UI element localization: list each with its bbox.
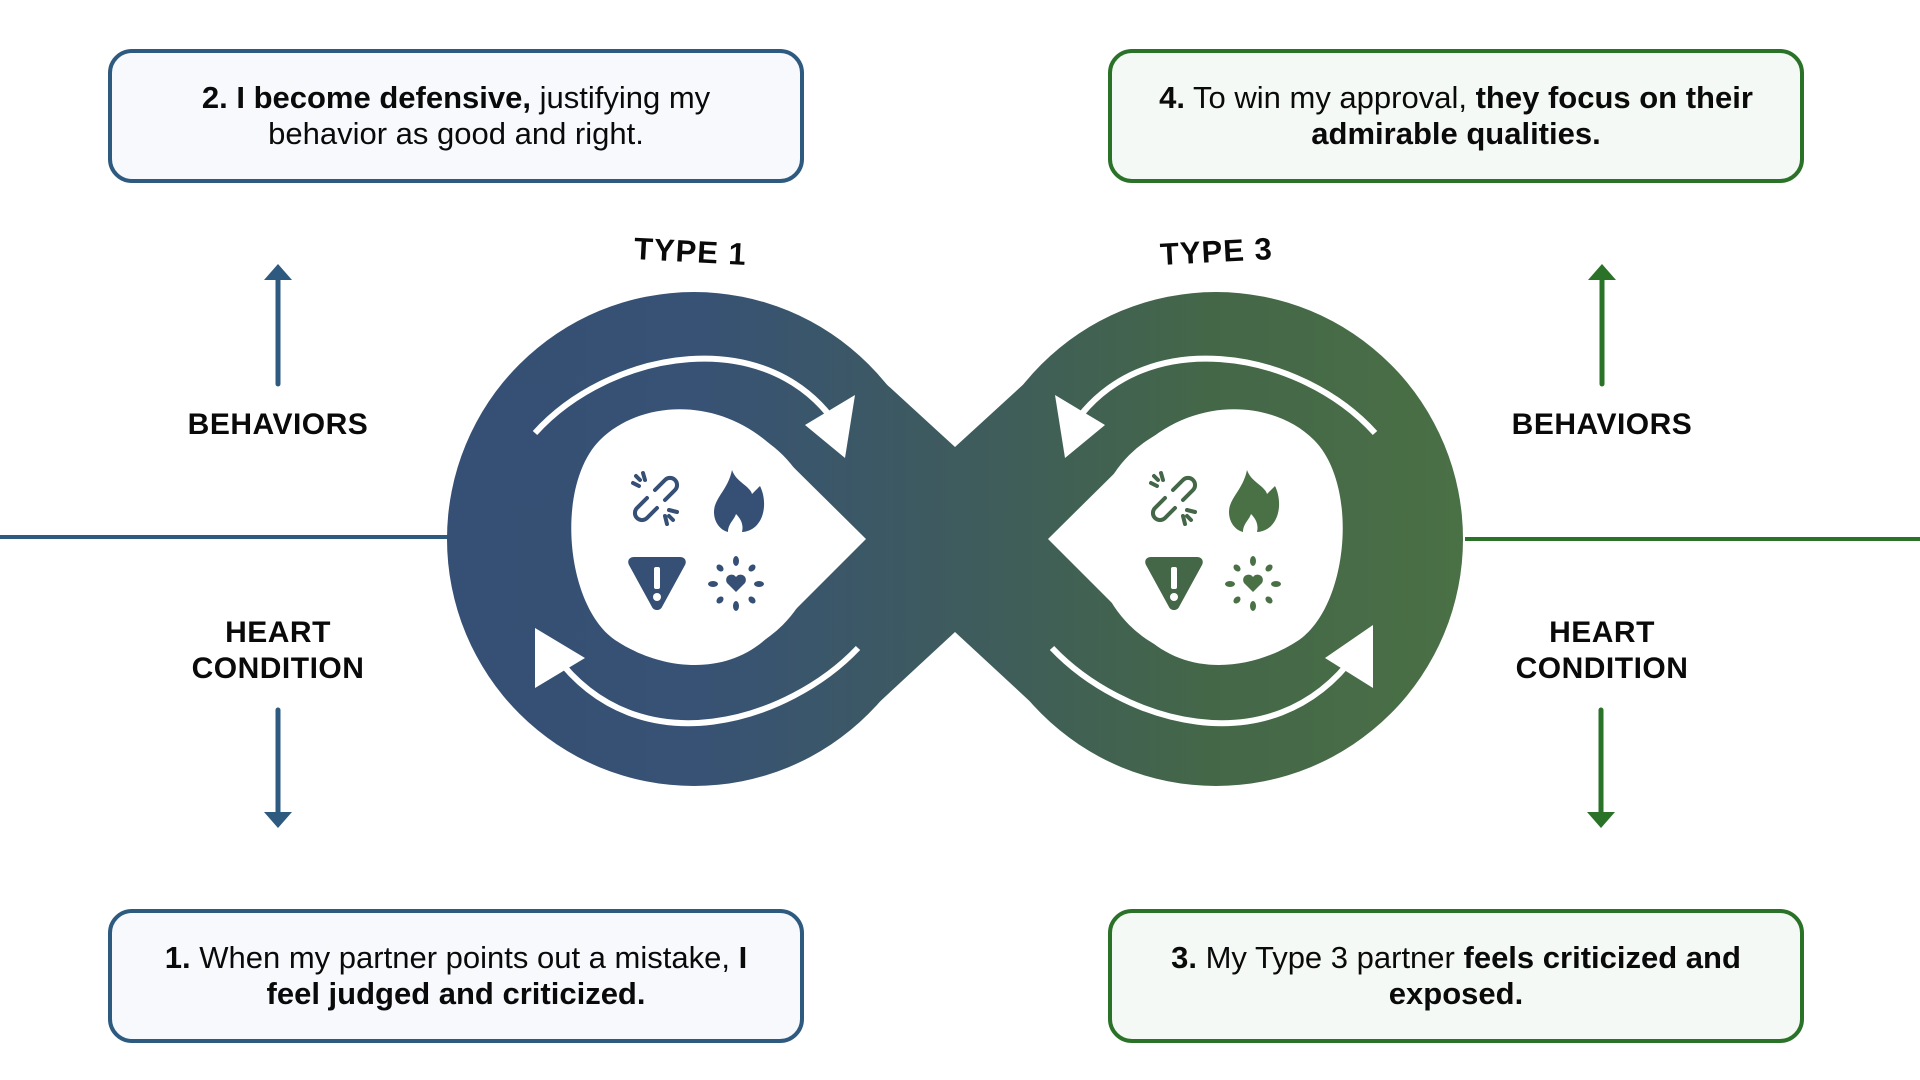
type3-label: TYPE 3 xyxy=(1159,231,1274,272)
step2-text: justifying my behavior as good and right… xyxy=(268,80,711,151)
step4-text: To win my approval, xyxy=(1193,80,1467,115)
left-heart-condition-label: HEART CONDITION xyxy=(148,615,408,687)
broken-link-icon xyxy=(1149,471,1198,526)
right-heart-line2: CONDITION xyxy=(1515,652,1689,685)
broken-link-icon xyxy=(631,471,680,526)
step2-bold: I become defensive, xyxy=(236,80,531,115)
right-bottom-arrowhead xyxy=(1325,625,1373,688)
heart-burst-icon xyxy=(1225,556,1281,611)
left-inner-drop-circle xyxy=(578,420,818,660)
step2-box: 2. I become defensive, justifying my beh… xyxy=(108,49,804,183)
flame-icon xyxy=(714,470,765,532)
step2-number: 2. xyxy=(201,80,228,115)
heart-burst-icon xyxy=(708,556,764,611)
left-top-arrowhead xyxy=(805,395,855,458)
right-top-flow-arrow xyxy=(1067,355,1378,436)
left-behaviors-label: BEHAVIORS xyxy=(187,408,369,441)
left-bottom-flow-arrow xyxy=(552,645,861,727)
right-heart-line1: HEART xyxy=(1549,616,1655,649)
right-bottom-flow-arrow xyxy=(1049,645,1358,727)
warning-icon xyxy=(1145,557,1203,610)
step4-number: 4. xyxy=(1159,80,1185,115)
left-heart-line1: HEART xyxy=(225,616,331,649)
step4-bold: they focus on their admirable qualities. xyxy=(1311,80,1753,151)
right-behaviors-label: BEHAVIORS xyxy=(1511,408,1693,441)
warning-icon xyxy=(628,557,686,610)
flame-icon xyxy=(1229,470,1280,532)
step1-box: 1. When my partner points out a mistake,… xyxy=(108,909,804,1043)
right-inner-drop-circle xyxy=(1094,420,1334,660)
step3-bold: feels criticized and exposed. xyxy=(1388,940,1741,1011)
step3-text: My Type 3 partner xyxy=(1205,940,1455,975)
step1-bold: I feel judged and criticized. xyxy=(266,940,748,1011)
type1-label: TYPE 1 xyxy=(633,231,748,272)
right-top-arrowhead xyxy=(1055,395,1105,458)
left-heart-line2: CONDITION xyxy=(191,652,365,685)
left-bottom-arrowhead xyxy=(535,628,585,688)
step3-number: 3. xyxy=(1171,940,1197,975)
step4-box: 4. To win my approval, they focus on the… xyxy=(1108,49,1804,183)
step1-number: 1. xyxy=(164,940,191,975)
step1-text: When my partner points out a mistake, xyxy=(199,940,730,975)
right-heart-condition-label: HEART CONDITION xyxy=(1472,615,1732,687)
left-top-flow-arrow xyxy=(532,355,843,436)
step3-box: 3. My Type 3 partner feels criticized an… xyxy=(1108,909,1804,1043)
